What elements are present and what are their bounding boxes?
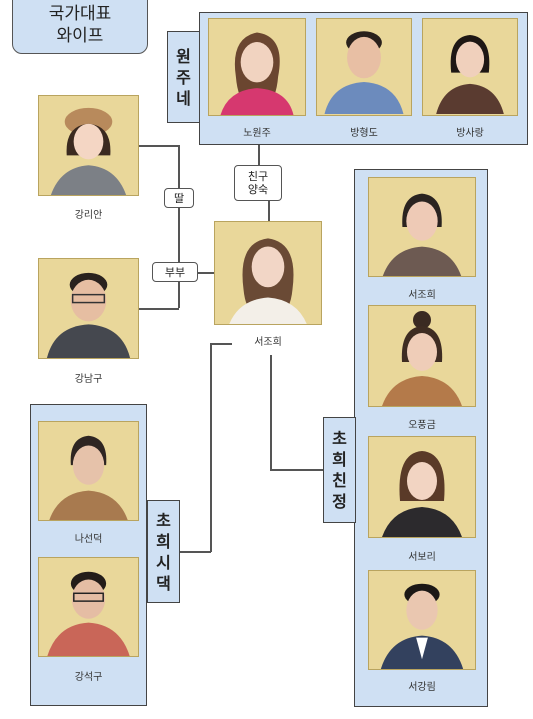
connector xyxy=(178,145,180,308)
title-line-1: 국가대표 xyxy=(48,4,112,24)
member-name: 노원주 xyxy=(243,128,271,139)
relation-label: 딸 xyxy=(173,191,185,205)
member-name: 오풍금 xyxy=(408,420,436,431)
group-label-won: 원 주 네 xyxy=(167,31,200,123)
relation-label: 친구 xyxy=(247,170,269,183)
connector xyxy=(139,308,179,310)
group-label-char: 정 xyxy=(332,492,347,511)
member-name: 방형도 xyxy=(350,128,378,139)
portrait-photo xyxy=(422,18,518,116)
title-line-2: 와이프 xyxy=(56,26,104,46)
relation-tag-friend: 친구 양숙 xyxy=(234,165,282,201)
portrait-photo xyxy=(38,421,139,521)
group-label-char: 희 xyxy=(332,450,347,469)
group-label-char: 주 xyxy=(176,67,191,87)
portrait-photo xyxy=(368,305,476,407)
relation-tag-daughter: 딸 xyxy=(164,188,194,208)
group-label-char: 초 xyxy=(332,429,347,448)
member-name: 방사랑 xyxy=(456,128,484,139)
group-label-char: 원 xyxy=(176,46,191,66)
connector xyxy=(258,145,260,165)
portrait-photo xyxy=(368,436,476,538)
group-label-sidaek: 초 희 시 댁 xyxy=(147,500,180,603)
member-name: 서보리 xyxy=(408,552,436,563)
portrait-photo xyxy=(368,570,476,670)
member-name: 나선덕 xyxy=(74,534,103,545)
portrait-photo xyxy=(38,95,139,196)
portrait-photo xyxy=(208,18,306,116)
group-label-char: 네 xyxy=(176,88,191,108)
portrait-photo xyxy=(38,557,139,657)
connector xyxy=(210,343,212,552)
group-label-chinjeong: 초 희 친 정 xyxy=(323,417,356,523)
connector xyxy=(139,145,179,147)
connector xyxy=(210,343,232,345)
group-label-char: 시 xyxy=(156,552,171,572)
member-name: 서강림 xyxy=(408,682,436,693)
connector xyxy=(270,355,272,470)
member-name: 강석구 xyxy=(74,672,103,683)
group-label-char: 희 xyxy=(156,531,171,551)
portrait-photo xyxy=(38,258,139,359)
person-name-daughter: 강리안 xyxy=(74,210,103,221)
connector xyxy=(268,200,270,222)
diagram-title: 국가대표 와이프 xyxy=(12,0,148,54)
group-label-char: 초 xyxy=(156,510,171,530)
group-label-char: 친 xyxy=(332,471,347,490)
portrait-photo xyxy=(316,18,412,116)
relation-label: 부부 xyxy=(164,265,186,279)
member-name: 서조희 xyxy=(408,290,436,301)
person-name-husband: 강남구 xyxy=(74,374,103,385)
connector xyxy=(270,469,324,471)
portrait-photo xyxy=(214,221,322,325)
connector xyxy=(180,551,211,553)
group-label-char: 댁 xyxy=(156,573,171,593)
relation-tag-spouse: 부부 xyxy=(152,262,198,282)
person-name-center: 서조희 xyxy=(254,337,282,348)
relation-label: 양숙 xyxy=(247,183,269,196)
portrait-photo xyxy=(368,177,476,277)
